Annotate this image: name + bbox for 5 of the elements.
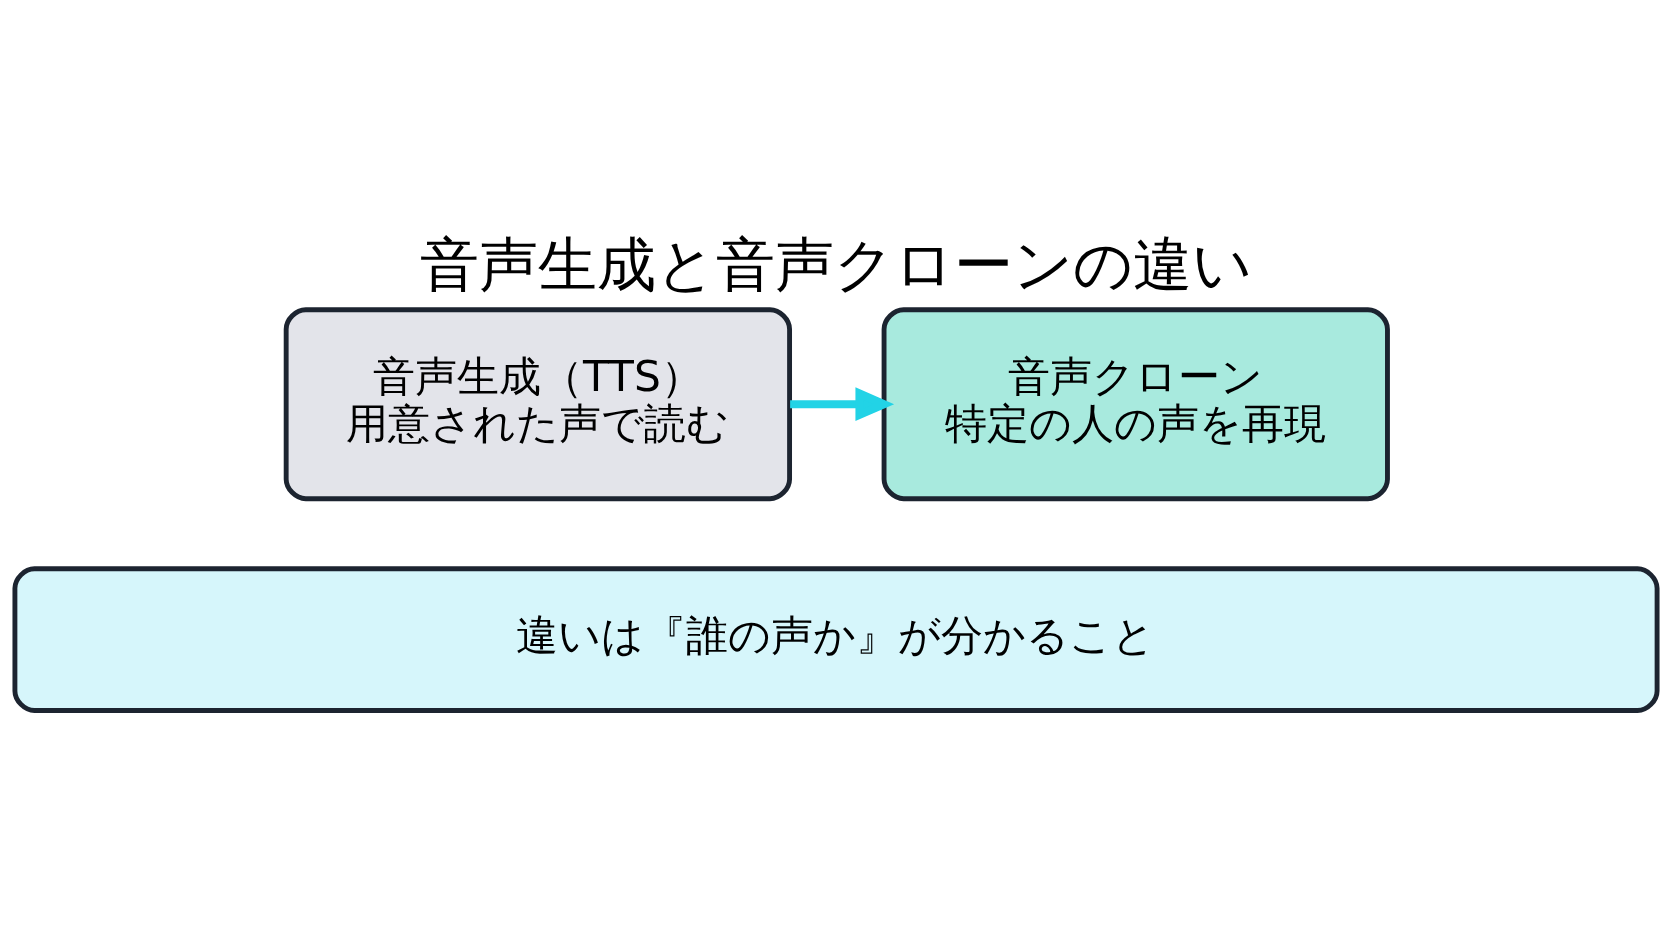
node-box: 音声クローン 特定の人の声を再現 — [881, 306, 1390, 501]
diagram-title: 音声生成と音声クローンの違い — [420, 230, 1252, 299]
node-box: 違いは『誰の声か』が分かること — [12, 565, 1660, 713]
node-box: 音声生成（TTS） 用意された声で読む — [283, 306, 792, 501]
arrow — [790, 386, 895, 421]
